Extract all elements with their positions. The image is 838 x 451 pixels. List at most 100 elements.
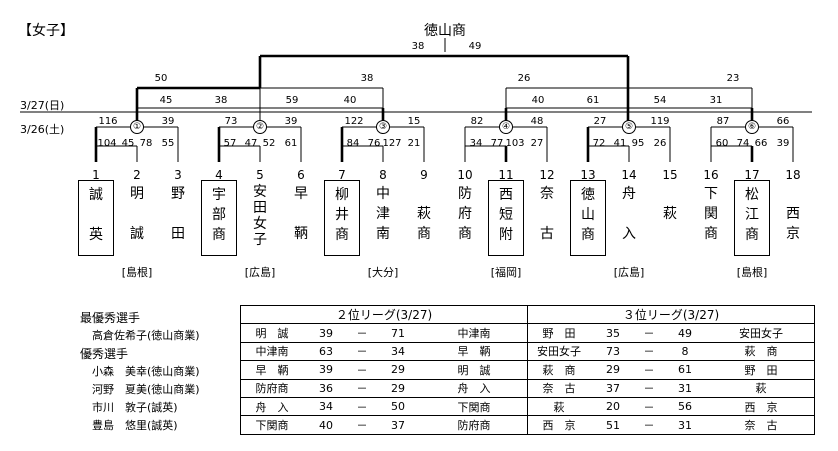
league-cell: 野 田 (708, 360, 815, 380)
match-bottom-score: 41 (613, 138, 627, 149)
match-bottom-score: 78 (139, 138, 153, 149)
match-number-circle: ③ (376, 120, 390, 134)
team-number: 2 (133, 168, 141, 182)
team-name: 誠 英 (78, 180, 114, 256)
team-name: 野 田 (171, 186, 185, 242)
match-bottom-score: 52 (262, 138, 276, 149)
region-label: [大分] (367, 266, 399, 279)
league-cell: 西 京 (708, 397, 815, 417)
region-label: [広島] (244, 266, 276, 279)
team-name: 下 関 商 (704, 186, 718, 242)
league-cell: 奈 古 (527, 379, 590, 398)
team-name: 宇 部 商 (201, 180, 237, 256)
league-cell: 野 田 (527, 323, 590, 343)
team-name: 萩 (663, 206, 677, 222)
team-name: 萩 商 (417, 206, 431, 242)
league-cell: 61 (662, 360, 708, 380)
league-cell: － (636, 360, 662, 380)
champion-name: 徳山商 (424, 23, 466, 39)
date-day2: 3/27(日) (20, 99, 65, 112)
match-bottom-score: 47 (244, 138, 258, 149)
league-cell: 舟 入 (240, 397, 303, 417)
league-cell: 71 (375, 323, 421, 343)
league-cell: 早 鞆 (421, 342, 528, 362)
excellent-title: 優秀選手 (80, 347, 129, 361)
excellent-player: 市川 敦子(誠英) (92, 401, 178, 414)
team-name: 徳 山 商 (570, 180, 606, 256)
team-name: 防 府 商 (458, 186, 472, 242)
match-top-score: 87 (716, 116, 730, 127)
match-top-score: 116 (98, 116, 118, 127)
league-cell: 37 (590, 379, 636, 398)
match-top-score: 48 (530, 116, 544, 127)
match-number-circle: ⑥ (745, 120, 759, 134)
match-top-score: 66 (776, 116, 790, 127)
match-bottom-score: 66 (754, 138, 768, 149)
league-cell: 安田女子 (708, 323, 815, 343)
league-cell: 萩 (708, 379, 815, 398)
league-cell: 29 (375, 360, 421, 380)
team-number: 10 (457, 168, 473, 182)
league-cell: － (349, 415, 375, 435)
match-bottom-score: 61 (284, 138, 298, 149)
league-cell: 56 (662, 397, 708, 417)
quarter-score: 54 (653, 95, 667, 106)
mvp-title: 最優秀選手 (80, 311, 141, 325)
team-number: 13 (580, 168, 596, 182)
match-bottom-score: 74 (736, 138, 750, 149)
team-number: 7 (338, 168, 346, 182)
league-cell: 下関商 (240, 415, 303, 435)
league-cell: 防府商 (240, 379, 303, 398)
league-cell: 明 誠 (421, 360, 528, 380)
match-bottom-score: 27 (530, 138, 544, 149)
match-bottom-score: 60 (715, 138, 729, 149)
league-cell: － (636, 397, 662, 417)
team-number: 8 (379, 168, 387, 182)
team-number: 6 (297, 168, 305, 182)
team-number: 18 (785, 168, 801, 182)
quarter-score: 40 (343, 95, 357, 106)
league-cell: 34 (375, 342, 421, 362)
region-label: [広島] (613, 266, 645, 279)
quarter-score: 38 (214, 95, 228, 106)
league-cell: 29 (590, 360, 636, 380)
league-cell: 34 (303, 397, 349, 417)
match-bottom-score: 77 (490, 138, 504, 149)
team-number: 14 (621, 168, 637, 182)
match-bottom-score: 95 (631, 138, 645, 149)
team-name: 中 津 南 (376, 186, 390, 242)
team-name: 安 田 女 子 (253, 184, 267, 248)
league-cell: 萩 商 (708, 342, 815, 362)
excellent-player: 小森 美幸(徳山商業) (92, 365, 200, 378)
league-cell: － (636, 379, 662, 398)
team-name: 西 短 附 (488, 180, 524, 256)
match-number-circle: ② (253, 120, 267, 134)
league-cell: 31 (662, 415, 708, 435)
semi-score: 23 (726, 73, 740, 84)
semi-score: 50 (154, 73, 168, 84)
league-cell: 西 京 (527, 415, 590, 435)
league3-title: ３位リーグ(3/27) (527, 304, 815, 325)
league-cell: － (636, 342, 662, 362)
region-label: [福岡] (490, 266, 522, 279)
league-cell: 39 (303, 360, 349, 380)
final-score-left: 38 (411, 41, 425, 52)
league-cell: － (349, 360, 375, 380)
region-label: [島根] (121, 266, 153, 279)
match-bottom-score: 55 (161, 138, 175, 149)
league-cell: 奈 古 (708, 415, 815, 435)
league-cell: 40 (303, 415, 349, 435)
excellent-player: 豊島 悠里(誠英) (92, 419, 178, 432)
mvp-name: 高倉佐希子(徳山商業) (92, 329, 200, 342)
league-cell: 36 (303, 379, 349, 398)
league2-title: ２位リーグ(3/27) (240, 304, 528, 325)
match-bottom-score: 45 (121, 138, 135, 149)
region-label: [島根] (736, 266, 768, 279)
league-cell: 明 誠 (240, 323, 303, 343)
league-cell: － (636, 323, 662, 343)
date-day1: 3/26(土) (20, 123, 65, 136)
league-cell: 29 (375, 379, 421, 398)
